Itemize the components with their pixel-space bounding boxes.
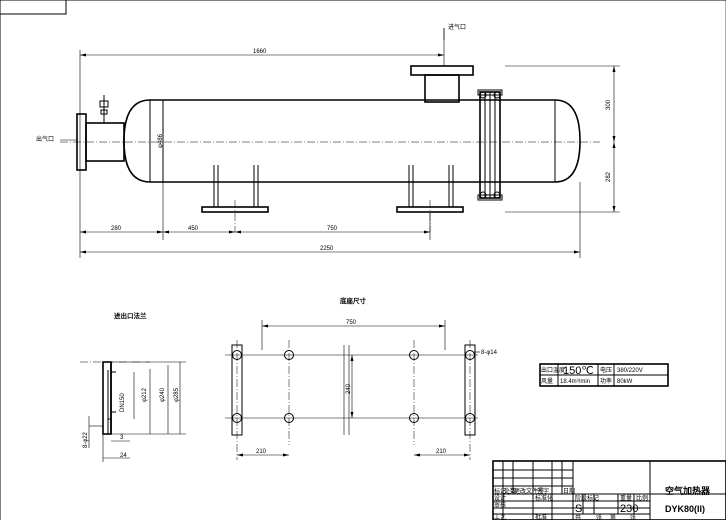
spec-v1-r0: 150℃	[563, 365, 594, 377]
tb-label-sheet: 张	[630, 513, 636, 520]
tb-label-review: 审核	[494, 501, 506, 509]
spec-k1-r1: 风量	[541, 378, 553, 385]
tb-label-process: 工艺	[494, 513, 506, 520]
tb-mark-s: S	[575, 503, 582, 515]
tb-label-sign: 签字	[537, 487, 549, 495]
flange-d3: 3	[120, 435, 124, 441]
flange-holes: 8-φ22	[83, 431, 89, 448]
tb-label-count: 处数	[504, 487, 516, 495]
main-vessel-view: 1660 进气口 出气口 φ486	[36, 23, 620, 258]
flange-dn: DN150	[120, 393, 126, 412]
spec-v2-r0: 380/220V	[617, 368, 643, 374]
tb-scale-value: 230	[620, 503, 638, 515]
base-dim-left: 210	[256, 449, 267, 455]
spec-v2-r1: 80kW	[617, 379, 633, 385]
label-inlet: 出气口	[36, 135, 54, 143]
tb-label-design: 设计	[494, 494, 506, 502]
tb-label-change: 更改文件号	[514, 487, 544, 495]
tb-model: DYK80(II)	[665, 504, 705, 514]
tb-label-std: 标准化	[535, 494, 553, 502]
spec-v1-r1: 18.4m³/min	[560, 379, 590, 385]
base-dim-240: 240	[346, 383, 352, 394]
spec-k2-r0: 电压	[600, 366, 612, 374]
label-outlet: 进气口	[448, 23, 466, 31]
base-holes: 8-φ14	[481, 350, 498, 356]
flange-d24: 24	[120, 453, 127, 459]
flange-detail-view: 进出口法兰 DN150 φ212 φ240 φ285 8-φ22 3 24	[80, 311, 186, 462]
dim-280: 280	[111, 226, 122, 232]
flange-d212: φ212	[142, 387, 148, 402]
spec-k1-r0: 出口温度	[541, 366, 565, 374]
tb-label-scale: 比例	[636, 494, 648, 502]
tb-label-weight: 重量	[620, 494, 632, 502]
flange-d285: φ285	[174, 387, 180, 402]
flange-title: 进出口法兰	[114, 311, 147, 320]
spec-k2-r1: 功率	[600, 377, 612, 385]
dim-450: 450	[188, 226, 199, 232]
base-dim-750: 750	[346, 320, 357, 326]
dim-300: 300	[606, 99, 612, 110]
tb-label-total: 共	[575, 513, 581, 520]
spec-table: 出口温度 150℃ 电压 380/220V 风量 18.4m³/min 功率 8…	[539, 363, 669, 387]
base-title: 底座尺寸	[340, 296, 367, 305]
base-dim-right: 210	[436, 449, 447, 455]
tb-label-stage: 阶段标记	[575, 494, 599, 502]
dim-1660: 1660	[253, 49, 267, 55]
dim-2250: 2250	[320, 246, 334, 252]
tb-label-no: 第	[610, 513, 616, 520]
tb-label-date: 日期	[563, 487, 575, 495]
tb-drawing-name: 空气加热器	[665, 485, 711, 496]
tb-label-sheets: 张	[596, 513, 602, 520]
dim-282: 282	[606, 171, 612, 182]
title-block: 标记 处数 更改文件号 签字 日期 设计 标准化 审核 工艺 批准 阶段标记 重…	[492, 460, 726, 520]
flange-d240: φ240	[160, 387, 166, 402]
dim-750: 750	[327, 226, 338, 232]
tb-label-mark: 标记	[494, 487, 506, 495]
tb-label-approve: 批准	[535, 513, 547, 520]
base-plan-view: 底座尺寸 750 8-φ14 240 210	[225, 296, 498, 460]
dim-diameter: φ486	[158, 133, 164, 148]
